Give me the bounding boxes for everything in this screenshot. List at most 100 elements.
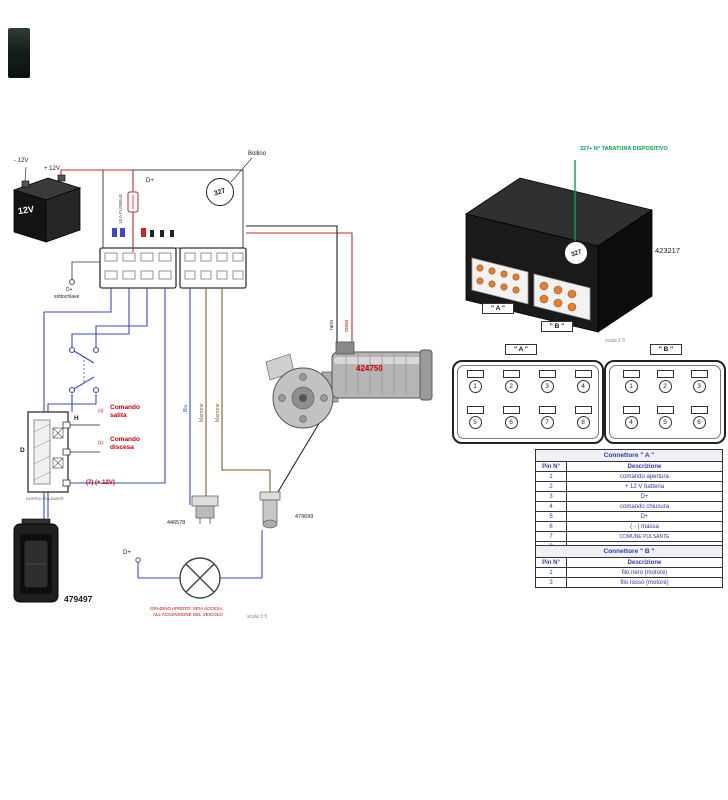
box-connector-b-tag: " B " bbox=[541, 321, 573, 333]
lamp-note-line2: ALL'ACCENSIONE DEL VEICOLO bbox=[153, 612, 223, 617]
pin-cell: 4 bbox=[536, 502, 567, 511]
salita-pin-ref: (4) bbox=[98, 408, 104, 413]
pin-number: 5 bbox=[658, 416, 672, 429]
comando-salita-line2: salita bbox=[110, 412, 127, 419]
bollino-label: Bollino bbox=[248, 151, 267, 157]
pin-number: 3 bbox=[540, 380, 554, 393]
pin-a-4: 4 bbox=[572, 370, 594, 393]
pin-number: 6 bbox=[504, 416, 518, 429]
sticker-327-on-box: 327 bbox=[564, 241, 588, 265]
table-b-title: Connettore " B " bbox=[536, 546, 722, 558]
product-thumbnail bbox=[8, 28, 30, 78]
pin-cell: 7 bbox=[536, 532, 567, 541]
plus12v-note: (7) (+ 12V) bbox=[86, 480, 115, 486]
connector-b-pinview: 1 2 3 4 5 6 bbox=[604, 360, 726, 444]
table-a-header-row: Pin N° Descrizione bbox=[536, 462, 722, 472]
pin-slot bbox=[690, 406, 708, 414]
fuse-label: 15 A FUSIBILE bbox=[118, 193, 123, 224]
connector-b-pinview-inner bbox=[609, 365, 721, 439]
dplus-top-label: D+ bbox=[146, 178, 154, 184]
pin-slot bbox=[690, 370, 708, 378]
pin-cell: 6 bbox=[536, 522, 567, 531]
sticker-327-box-text: 327 bbox=[569, 247, 583, 259]
red-wires bbox=[60, 169, 353, 360]
pin-a-2: 2 bbox=[500, 370, 522, 393]
pin-number: 2 bbox=[504, 380, 518, 393]
pin-slot bbox=[466, 406, 484, 414]
col-pin-header: Pin N° bbox=[536, 462, 567, 471]
pin-b-2: 2 bbox=[654, 370, 676, 393]
col-pin-header: Pin N° bbox=[536, 558, 567, 567]
pin-a-6: 6 bbox=[500, 406, 522, 429]
table-b-header-row: Pin N° Descrizione bbox=[536, 558, 722, 568]
table-row: 2+ 12 V batteria bbox=[536, 482, 722, 492]
desc-cell: comando chiusura bbox=[619, 503, 670, 510]
bulb-holder-479699 bbox=[259, 491, 281, 529]
dplus-sottochiave-terminal bbox=[69, 261, 100, 285]
pin-b-4: 4 bbox=[620, 406, 642, 429]
pin-cell: 1 bbox=[536, 472, 567, 481]
lamp-symbol bbox=[135, 557, 221, 599]
pin-slot bbox=[574, 406, 592, 414]
desc-cell: D+ bbox=[640, 493, 649, 500]
sticker-327-text: 327 bbox=[213, 186, 227, 198]
part-number-446578: 446578 bbox=[167, 520, 186, 526]
box-connector-a-tag: " A " bbox=[482, 303, 514, 315]
table-row: 6 ( - ) massa bbox=[536, 522, 722, 532]
connector-a-pinview: 1 2 3 4 5 6 7 8 bbox=[452, 360, 604, 444]
pin-a-7: 7 bbox=[536, 406, 558, 429]
pin-slot bbox=[502, 370, 520, 378]
desc-cell: filo rosso (motore) bbox=[620, 579, 669, 586]
pin-a-8: 8 bbox=[572, 406, 594, 429]
pin-number: 8 bbox=[576, 416, 590, 429]
lamp-note-line1: GRADINO APERTO: SPIA ACCESA bbox=[150, 606, 223, 611]
part-number-control-unit: 423217 bbox=[655, 246, 681, 255]
comando-discesa-line2: discesa bbox=[110, 444, 134, 451]
pin-number: 4 bbox=[624, 416, 638, 429]
pin-a-5: 5 bbox=[464, 406, 486, 429]
desc-cell: filo nero (motore) bbox=[621, 569, 668, 576]
pin-slot bbox=[538, 370, 556, 378]
battery-pos-label: + 12V bbox=[44, 166, 60, 172]
brown-wires bbox=[205, 288, 271, 496]
pinview-a-tag: " A " bbox=[505, 344, 537, 356]
pin-a-3: 3 bbox=[536, 370, 558, 393]
pin-number: 1 bbox=[624, 380, 638, 393]
pin-cell: 3 bbox=[536, 492, 567, 501]
pin-b-1: 1 bbox=[620, 370, 642, 393]
wire-label-marrone-2: Marrone bbox=[215, 403, 221, 422]
pin-number: 6 bbox=[692, 416, 706, 429]
pin-number: 4 bbox=[576, 380, 590, 393]
pin-number: 1 bbox=[468, 380, 482, 393]
dplus-sottochiave-line2: sottochiave bbox=[54, 294, 80, 300]
control-unit-box bbox=[465, 177, 653, 333]
pushbutton-switch bbox=[27, 411, 71, 493]
pin-slot bbox=[622, 370, 640, 378]
fuse-symbol bbox=[127, 191, 139, 213]
connector-a-pinview-inner bbox=[457, 365, 599, 439]
part-number-rocker: 479497 bbox=[64, 594, 93, 604]
bollino-pointer-line bbox=[230, 157, 253, 183]
rocker-switch bbox=[13, 518, 59, 603]
col-desc-header: Descrizione bbox=[627, 559, 662, 566]
part-number-motor: 424750 bbox=[356, 364, 383, 373]
pin-slot bbox=[574, 370, 592, 378]
pin-cell: 5 bbox=[536, 512, 567, 521]
sticker-327-circle: 327 bbox=[206, 178, 234, 206]
connector-blocks bbox=[99, 247, 247, 289]
pin-a-1: 1 bbox=[464, 370, 486, 393]
wire-label-rosso: rosso bbox=[344, 319, 350, 332]
wire-label-nero: nero bbox=[329, 319, 335, 330]
wire-label-blu: Blu bbox=[183, 404, 189, 412]
desc-cell: ( - ) massa bbox=[630, 523, 659, 530]
discesa-pin-ref: (1) bbox=[98, 440, 104, 445]
pin-slot bbox=[656, 370, 674, 378]
pin-cell: 2 bbox=[536, 482, 567, 491]
